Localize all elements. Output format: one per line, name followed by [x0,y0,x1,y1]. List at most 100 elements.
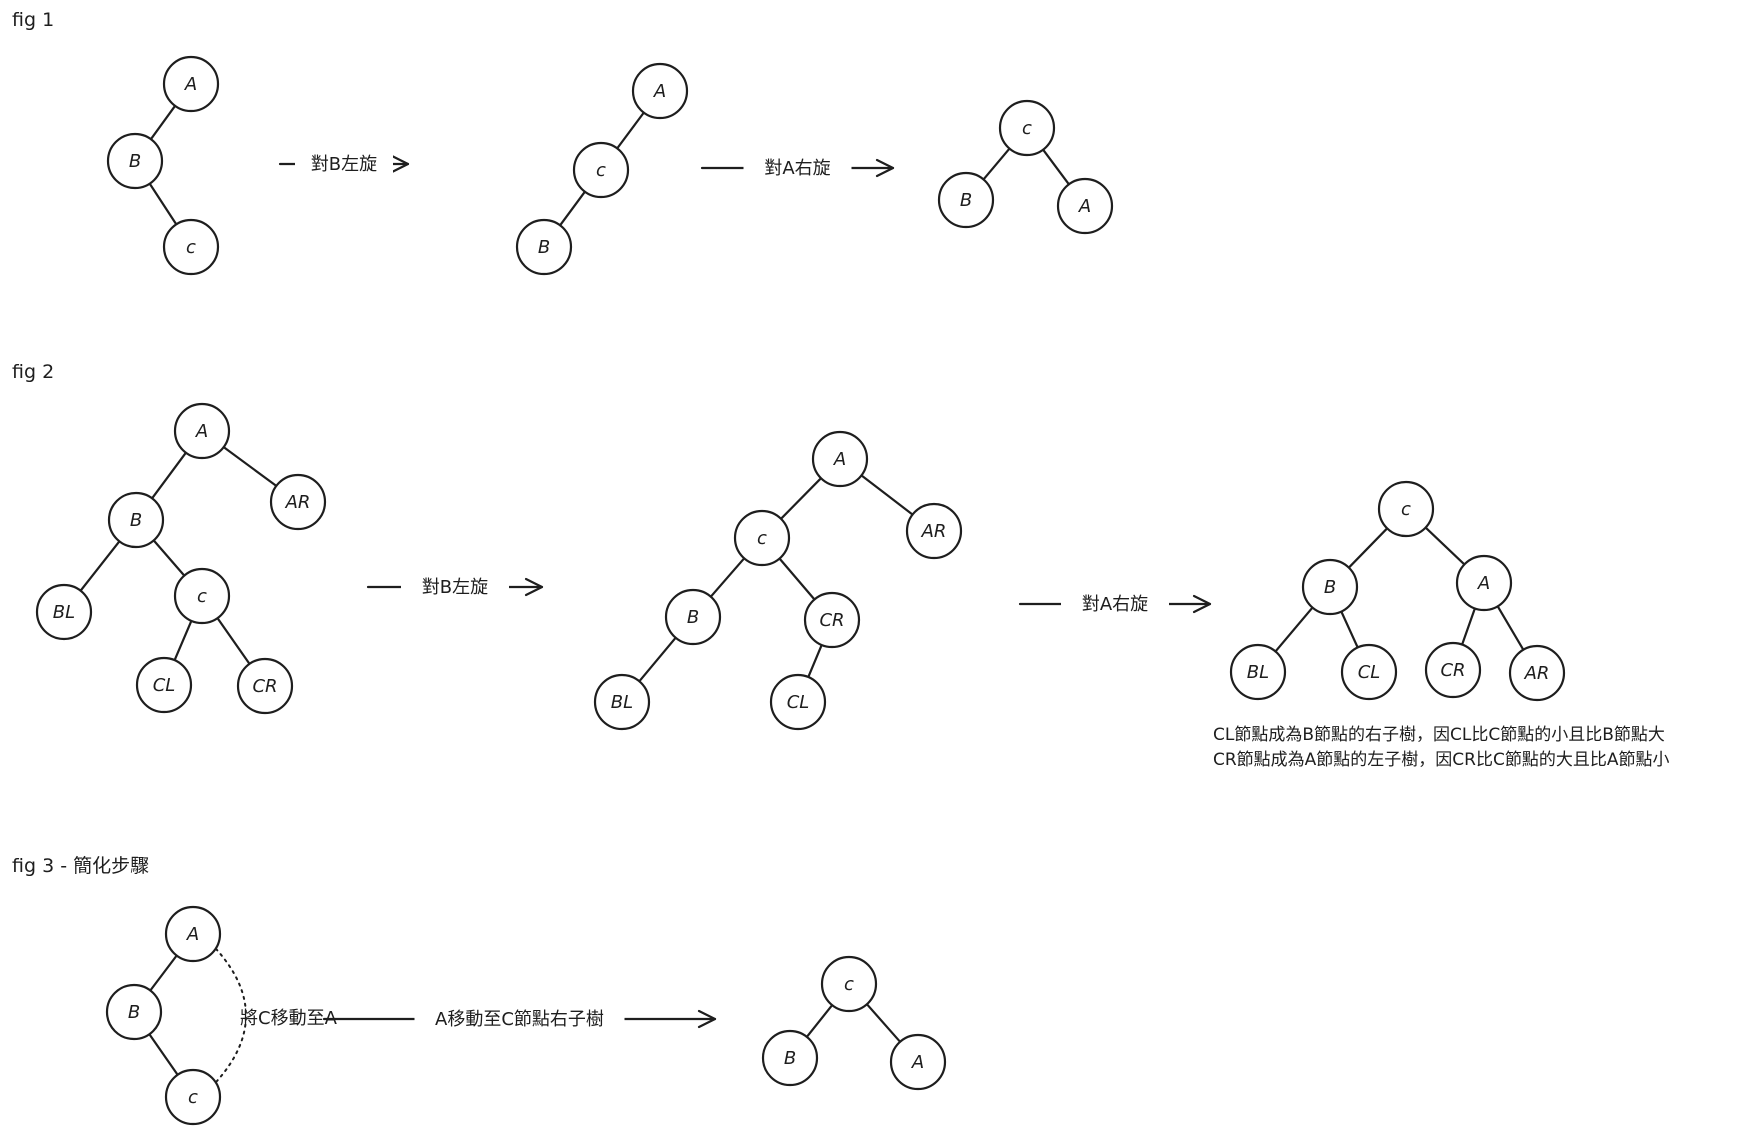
fig3-tree2-node-c: c [820,955,878,1013]
arrow-label: 對B左旋 [422,577,488,598]
fig3-tree1-node-c: c [164,1068,222,1126]
fig2-tree2-edge-cr-cl [807,643,823,679]
fig2-tree3-node-ar: AR [1508,644,1566,702]
fig3-arrow-1: A移動至C節點右子樹 [322,1006,717,1030]
fig2-tree3-edge-a-cr [1460,607,1477,646]
node-label: CR [252,676,277,697]
fig2-tree1-node-b: B [107,491,165,549]
arrow-label: 對A右旋 [1082,594,1148,615]
fig2-tree2-node-b: B [664,588,722,646]
fig1-tree3-edge-c-b [982,147,1011,181]
fig2-tree2-node-a: A [811,430,869,488]
fig2-tree2-edge-b-bl [638,636,677,683]
fig2-label: fig 2 [12,361,54,383]
fig2-tree1-node-cr: CR [236,657,294,715]
fig2-tree2-node-ar: AR [905,502,963,560]
node-label: CR [1440,660,1465,681]
fig3-label: fig 3 - 簡化步驟 [12,855,149,877]
fig2-note-1: CL節點成為B節點的右子樹，因CL比C節點的小且比B節點大 [1213,725,1665,745]
node-label: AR [1524,663,1550,684]
fig2-arrow-2: 對A右旋 [1018,591,1212,615]
fig3-tree1-edge-b-c [148,1033,179,1076]
node-label: B [687,607,699,628]
fig2-tree3-node-a: A [1455,554,1513,612]
fig2-tree3-node-b: B [1301,558,1359,616]
fig2-tree1-edge-a-b [151,451,187,500]
node-label: A [911,1052,924,1073]
fig3-tree2-node-a: A [889,1033,947,1091]
fig2-tree3-node-bl: BL [1229,643,1287,701]
fig1-tree1-edge-b-c [148,182,178,226]
node-label: B [128,1002,140,1023]
node-label: A [1078,196,1091,217]
fig1-tree2-edge-c-b [558,190,587,227]
node-label: c [757,528,767,549]
fig3-tree1-edge-a-b [149,954,178,992]
fig3-tree2-edge-c-b [805,1003,834,1039]
node-label: c [1401,499,1411,520]
fig1-tree1-node-a: A [162,55,220,113]
node-label: A [833,449,846,470]
fig2-tree1-node-a: A [173,402,231,460]
fig2-note-2: CR節點成為A節點的左子樹，因CR比C節點的大且比A節點小 [1213,750,1670,770]
fig2-tree2-node-cl: CL [769,673,827,731]
fig2-tree3-node-c: c [1377,480,1435,538]
fig2-tree1-edge-a-ar [222,446,278,487]
node-label: BL [611,692,633,713]
fig2-tree2-edge-c-b [709,557,746,598]
node-label: c [188,1087,198,1108]
fig1-tree1-edge-a-b [149,104,177,141]
fig1-tree2-node-c: c [572,141,630,199]
fig2-tree3-edge-b-bl [1274,606,1314,653]
node-label: B [1324,577,1336,598]
fig1-tree3-node-a: A [1056,177,1114,235]
node-label: BL [53,602,75,623]
fig2-tree1-edge-c-cl [173,619,193,662]
fig3-annotation: 將C移動至A [240,1008,338,1029]
node-label: c [197,586,207,607]
fig1-tree3-node-b: B [937,171,995,229]
fig2-tree2-node-cr: CR [803,591,861,649]
fig2-tree2-edge-a-c [779,477,823,520]
node-label: AR [285,492,311,513]
node-label: B [784,1048,796,1069]
fig3-tree2-edge-c-a [865,1003,902,1043]
fig2-tree2-node-c: c [733,509,791,567]
edges-layer [79,104,1525,1084]
fig1-tree1-node-c: c [162,218,220,276]
fig1-arrow-1: 對B左旋 [278,151,410,175]
node-label: AR [921,521,947,542]
node-label: c [596,160,606,181]
fig2-tree2-node-bl: BL [593,673,651,731]
node-label: B [129,151,141,172]
fig1-tree2-edge-a-c [616,111,645,150]
arrows-layer: 對B左旋對A右旋對B左旋對A右旋A移動至C節點右子樹 [278,151,1212,1030]
fig1-tree2-node-a: A [631,62,689,120]
fig1-tree3-node-c: c [998,99,1056,157]
node-label: A [653,81,666,102]
node-label: B [960,190,972,211]
fig2-tree1-edge-c-cr [216,616,251,666]
node-label: CR [819,610,844,631]
node-label: c [186,237,196,258]
fig1-tree2-node-b: B [515,218,573,276]
fig3-tree1-node-a: A [164,905,222,963]
fig1-arrow-2: 對A右旋 [700,155,895,179]
arrow-label: 對B左旋 [311,154,377,175]
fig2-tree1-node-bl: BL [35,583,93,641]
fig2-arrow-1: 對B左旋 [366,574,544,598]
fig2-tree3-node-cr: CR [1424,641,1482,699]
fig1-tree3-edge-c-a [1041,148,1071,186]
arrow-label: A移動至C節點右子樹 [435,1009,604,1030]
fig3-tree1-node-b: B [105,983,163,1041]
node-label: c [1022,118,1032,139]
node-label: B [130,510,142,531]
node-label: CL [153,675,176,696]
fig2-tree1-node-c: c [173,567,231,625]
node-label: A [1477,573,1490,594]
fig2-tree3-edge-c-a [1424,526,1466,566]
fig2-tree1-node-ar: AR [269,473,327,531]
node-label: B [538,237,550,258]
